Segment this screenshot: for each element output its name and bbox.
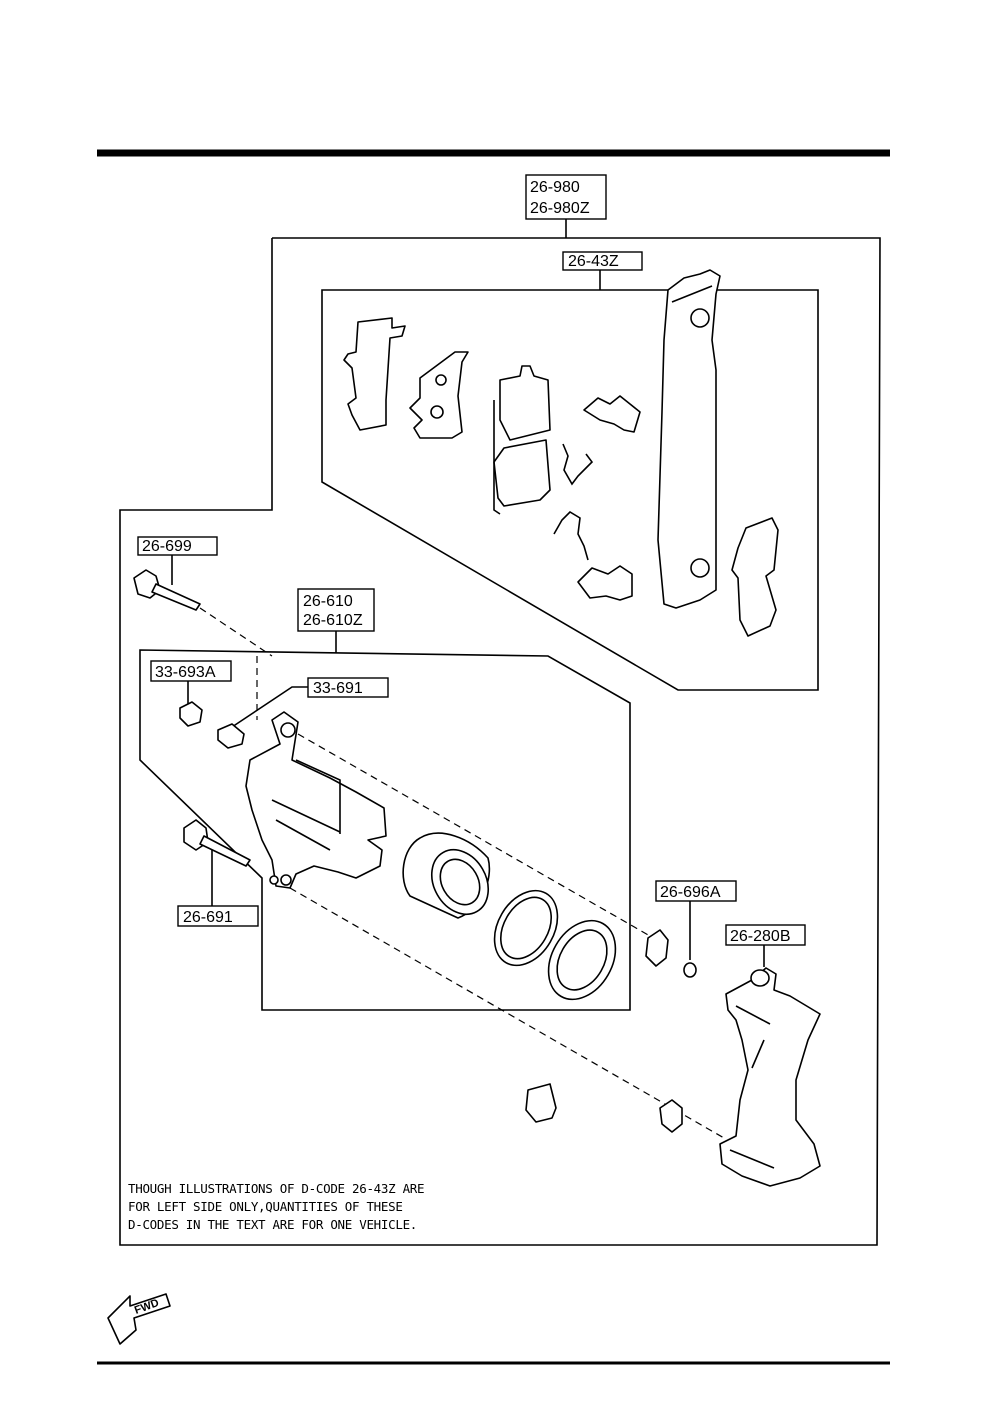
callout-26-980-line2: 26-980Z — [530, 200, 590, 217]
guide-line-bolt-26-699 — [199, 607, 273, 657]
callout-26-980-line1: 26-980 — [530, 179, 580, 196]
boot-26-696a — [645, 929, 669, 967]
pad-clip-lower — [577, 565, 633, 601]
callout-26-43z-text: 26-43Z — [568, 253, 619, 270]
pad-clip-upper — [583, 395, 641, 433]
callout-26-696a-text: 26-696A — [660, 884, 721, 901]
note-line-1: THOUGH ILLUSTRATIONS OF D-CODE 26-43Z AR… — [128, 1181, 424, 1196]
callout-33-693a: 33-693A — [150, 660, 232, 704]
note-line-3: D-CODES IN THE TEXT ARE FOR ONE VEHICLE. — [128, 1217, 417, 1232]
callout-26-610: 26-610 26-610Z — [297, 588, 375, 653]
caliper-body — [245, 711, 387, 889]
callout-26-610-line1: 26-610 — [303, 593, 353, 610]
guide-line-upper — [297, 733, 651, 937]
pad-spring-upper — [562, 443, 594, 486]
bleeder-screw-33-691 — [217, 723, 245, 749]
dust-boot — [547, 919, 617, 1001]
pad-spring-lower — [553, 510, 589, 561]
diagram-note: THOUGH ILLUSTRATIONS OF D-CODE 26-43Z AR… — [128, 1181, 425, 1232]
small-clip — [525, 1083, 557, 1123]
callout-26-43z: 26-43Z — [562, 251, 643, 290]
callout-26-696a: 26-696A — [655, 880, 737, 960]
note-line-2: FOR LEFT SIDE ONLY,QUANTITIES OF THESE — [128, 1199, 403, 1214]
brake-pad-outer — [657, 269, 721, 609]
caliper-bracket-26-280b — [719, 967, 821, 1187]
guide-bolt-26-699 — [133, 569, 201, 611]
callout-26-280b: 26-280B — [725, 924, 806, 967]
pad-shim-outer — [343, 317, 406, 431]
callout-33-693a-text: 33-693A — [155, 664, 216, 681]
callout-26-699: 26-699 — [137, 536, 218, 585]
callout-33-691-text: 33-691 — [313, 680, 363, 697]
pad-shim-inner — [409, 351, 469, 439]
frame-26-43z — [321, 289, 819, 691]
boot-lower — [659, 1099, 683, 1133]
callout-26-980: 26-980 26-980Z — [525, 174, 607, 238]
callout-26-699-text: 26-699 — [142, 538, 192, 555]
callout-26-691-text: 26-691 — [183, 909, 233, 926]
caliper-bolt-26-691 — [183, 819, 251, 867]
brake-pad-inner — [493, 365, 551, 515]
callout-26-691: 26-691 — [177, 850, 259, 927]
forward-arrow-icon: FWD — [107, 1293, 171, 1345]
bleeder-cap-33-693a — [179, 701, 203, 727]
frame-26-980 — [119, 237, 881, 1246]
callout-26-280b-text: 26-280B — [730, 928, 791, 945]
frame-26-610 — [139, 649, 631, 1011]
callout-26-610-line2: 26-610Z — [303, 612, 363, 629]
piston — [402, 832, 491, 919]
cap-26-696a — [683, 962, 697, 978]
pad-shim-outer-right — [731, 517, 779, 637]
callout-33-691: 33-691 — [231, 677, 389, 728]
piston-seal — [493, 889, 559, 967]
